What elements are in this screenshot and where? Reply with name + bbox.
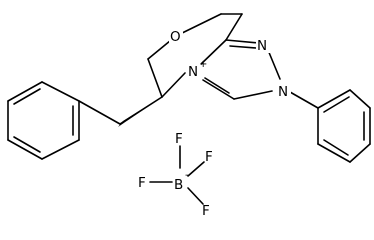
ph2-bond-2 [349,89,371,109]
ph1-double-1 [13,88,41,105]
bond-c3-n4 [202,79,235,100]
atom-ring-oxygen: O [170,29,181,45]
bond-c5-n4 [161,72,186,98]
anion-charge: - [185,170,189,181]
ph2-double-3 [323,139,349,156]
atom-fluorine-top: F [175,131,183,147]
chemical-structure: O N + N N B - F F F F [7,13,371,219]
tetrafluoroborate [149,145,205,205]
bond-b-f-right [187,161,205,177]
atom-ring-nitrogen-phenyl: N [278,84,288,100]
b-mask [173,176,187,192]
ph1-bond-5 [41,139,80,160]
atom-fluorine-left: F [138,175,146,191]
ph2-bond-4 [349,143,371,163]
bond-ch2-ph [78,100,121,125]
bond-n2-c3 [233,90,273,100]
ph1-bond-2 [7,81,43,102]
morpholine-ring [147,13,243,98]
cation-charge: + [199,59,207,70]
atom-ring-nitrogen-top: N [257,38,267,54]
bond-b-f-bottom [187,187,204,205]
benzyl-phenyl-ring [7,81,121,160]
bond-c8-o [175,13,222,37]
ph1-bond-4 [7,139,43,160]
ph2-double-1 [323,96,350,113]
triazolium-ring [198,39,281,100]
bond-c6-c5 [147,58,163,98]
bond-c8a-n1-double [229,45,257,49]
bond-n4-c8a [198,39,227,67]
n1-mask [256,37,270,53]
bond-c8a-n1 [225,39,260,44]
o-mask [169,28,183,44]
atom-cation-nitrogen: N [188,64,198,80]
atom-fluorine-bottom: F [202,203,210,219]
bond-c8-c8a-ring [225,13,243,41]
bond-n2-ph [289,91,319,109]
atom-fluorine-right: F [205,149,213,165]
n4-mask [187,63,201,79]
ph2-bond-5 [317,143,351,163]
ph1-bond-1 [41,81,80,102]
ph1-double-2 [13,136,41,153]
bond-n1-n2 [267,49,281,80]
n2-mask [277,83,291,99]
atom-boron: B [174,177,183,193]
bond-c3-n4-double [204,77,230,94]
ph2-bond-1 [317,89,351,109]
n-phenyl-ring [289,89,371,163]
bond-ch2-c5-edge [119,96,163,125]
